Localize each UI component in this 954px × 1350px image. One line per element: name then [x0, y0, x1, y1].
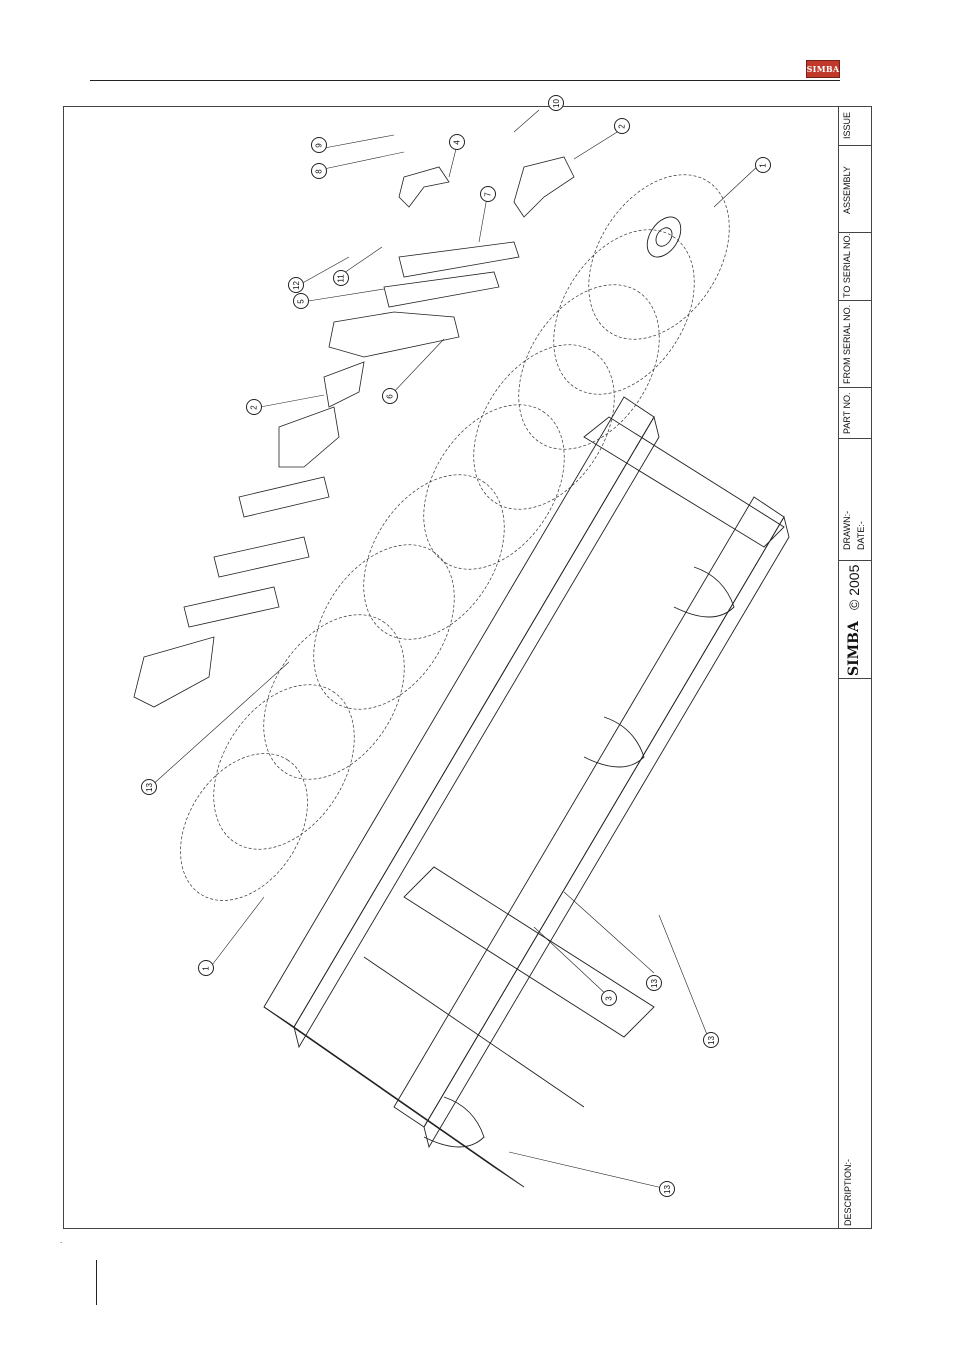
footer-rule	[96, 1260, 97, 1305]
disc	[445, 319, 644, 535]
disc	[525, 204, 724, 420]
callout-label: 7	[483, 192, 492, 196]
frame-cross-beam	[264, 1007, 524, 1187]
callout-12: 12	[288, 277, 304, 293]
title-block-divider	[838, 387, 872, 388]
callout-2: 2	[246, 399, 262, 415]
callout-label: 13	[650, 979, 659, 988]
disc-gang	[154, 149, 758, 924]
frame-beam-lower-side	[424, 517, 789, 1147]
drawn-label: DRAWN:-	[842, 511, 852, 550]
callout-6: 6	[382, 388, 398, 404]
exploded-parts	[134, 157, 574, 707]
callout-13: 13	[141, 779, 157, 795]
callout-7: 7	[480, 186, 496, 202]
frame-beam-lower	[394, 497, 784, 1127]
callout-label: 3	[604, 996, 613, 1000]
callout-1: 1	[755, 157, 771, 173]
part-5	[384, 272, 499, 307]
frame-mid-bar	[404, 867, 654, 1037]
callout-label: 13	[145, 783, 154, 792]
simba-title-logo: SIMBA	[846, 621, 862, 676]
date-label: DATE:-	[856, 521, 866, 550]
callout-label: 10	[552, 99, 561, 108]
disc	[335, 449, 534, 665]
callout-label: 1	[758, 163, 767, 167]
callout-label: 5	[296, 299, 305, 303]
callout-label: 2	[249, 405, 258, 409]
part-7	[399, 242, 519, 277]
part-no-label: PART NO.	[842, 392, 852, 434]
callout-label: 2	[617, 124, 626, 128]
frame-drawing	[264, 397, 789, 1187]
plate-end	[134, 637, 214, 707]
callout-label: 13	[707, 1036, 716, 1045]
callout-13: 13	[646, 975, 662, 991]
callout-1: 1	[198, 960, 214, 976]
description-label: DESCRIPTION:-	[843, 1159, 853, 1226]
callout-3: 3	[601, 990, 617, 1006]
title-block-divider	[838, 300, 872, 301]
bracket-mid	[584, 717, 644, 767]
disc	[395, 379, 594, 595]
callout-label: 4	[452, 140, 461, 144]
title-block-divider	[838, 678, 872, 679]
callout-label: 1	[201, 966, 210, 970]
frame-front-bar	[584, 417, 784, 547]
frame-beam-upper-side	[294, 417, 659, 1047]
part-4	[399, 167, 449, 207]
callout-13: 13	[659, 1181, 675, 1197]
callout-label: 11	[337, 274, 346, 282]
title-block-divider	[838, 438, 872, 439]
part-2-top	[514, 157, 574, 217]
callout-label: 6	[385, 394, 394, 398]
callout-10: 10	[548, 95, 564, 111]
title-block-divider	[838, 560, 872, 561]
title-block-divider	[838, 145, 872, 146]
copyright-label: © 2005	[846, 565, 862, 610]
hub	[640, 211, 687, 263]
part-2-mid	[324, 362, 364, 407]
header-rule	[90, 80, 840, 81]
disc	[235, 589, 434, 805]
callout-4: 4	[449, 134, 465, 150]
assembly-label: ASSEMBLY	[842, 166, 852, 214]
callout-5: 5	[293, 293, 309, 309]
callout-8: 8	[311, 163, 327, 179]
callout-label: 12	[292, 281, 301, 290]
callout-11: 11	[333, 270, 349, 286]
disc-hub	[640, 211, 687, 263]
brand-logo-text: SIMBA	[807, 64, 840, 74]
tine-bracket	[214, 537, 309, 577]
callout-9: 9	[311, 137, 327, 153]
hub-inner	[653, 225, 676, 249]
leader-lines	[150, 110, 760, 1189]
exploded-assembly-drawing	[64, 107, 838, 1228]
footer-mark: .	[60, 1236, 62, 1245]
tine-bracket	[239, 477, 329, 517]
issue-label: ISSUE	[842, 112, 852, 139]
callout-13: 13	[703, 1032, 719, 1048]
to-serial-label: TO SERIAL NO.	[842, 233, 852, 298]
disc	[185, 659, 384, 875]
tine-bracket	[184, 587, 279, 627]
callout-label: 9	[314, 143, 323, 147]
brand-logo: SIMBA	[806, 60, 840, 78]
callout-2: 2	[614, 118, 630, 134]
disc	[285, 519, 484, 735]
frame-cross	[364, 957, 584, 1107]
bracket-right	[674, 567, 734, 617]
callout-label: 8	[314, 169, 323, 173]
part-6	[329, 312, 459, 357]
plate	[279, 407, 339, 467]
callout-label: 13	[663, 1185, 672, 1194]
from-serial-label: FROM SERIAL NO.	[842, 305, 852, 384]
